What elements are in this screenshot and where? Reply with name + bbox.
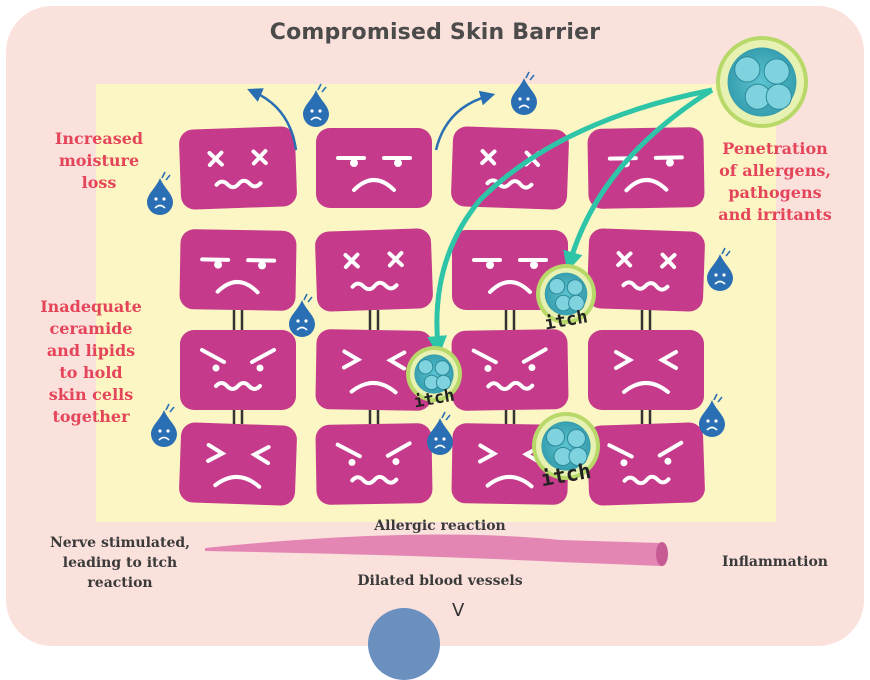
pathogen-icon [716,36,808,128]
nerve-label: Nerve stimulated, leading to itch reacti… [30,533,210,593]
skin-cell [179,422,298,506]
lipid-connector [506,410,514,424]
water-droplet-icon [303,84,329,127]
skin-cell [587,228,706,312]
skin-cell [179,126,298,210]
pathogen-icon: itch [406,346,462,412]
ceramide-label: Inadequate ceramide and lipids to hold s… [16,296,166,428]
skin-cell [316,128,432,208]
lipid-connector [234,410,242,424]
moisture-loss-label: Increased moisture loss [34,128,164,194]
pathogen-icon: itch [532,412,600,491]
lipid-connector [234,310,242,330]
pathogen-icon: itch [536,264,596,335]
skin-cell [587,422,706,506]
dilated-vessels-label: Dilated blood vessels [320,571,560,591]
lipid-connector [642,410,650,424]
water-droplet-icon [427,412,453,455]
lipid-connector [642,310,650,330]
skin-cell [588,330,704,410]
skin-cell [451,329,568,411]
skin-cell [451,126,570,210]
penetration-label: Penetration of allergens, pathogens and … [700,138,850,226]
v-mark: V [452,600,464,621]
lipid-connector [370,310,378,330]
skin-cell [180,330,296,410]
allergic-reaction-label: Allergic reaction [340,516,540,536]
skin-cell [315,423,432,505]
water-droplet-icon [511,72,537,115]
water-droplet-icon [707,248,733,291]
blood-vessel [205,535,668,566]
bottom-circle [368,608,440,680]
inflammation-label: Inflammation [700,552,850,572]
lipid-connector [506,310,514,330]
skin-cell [179,229,296,311]
lipid-connector [370,410,378,424]
skin-cell [315,228,434,312]
